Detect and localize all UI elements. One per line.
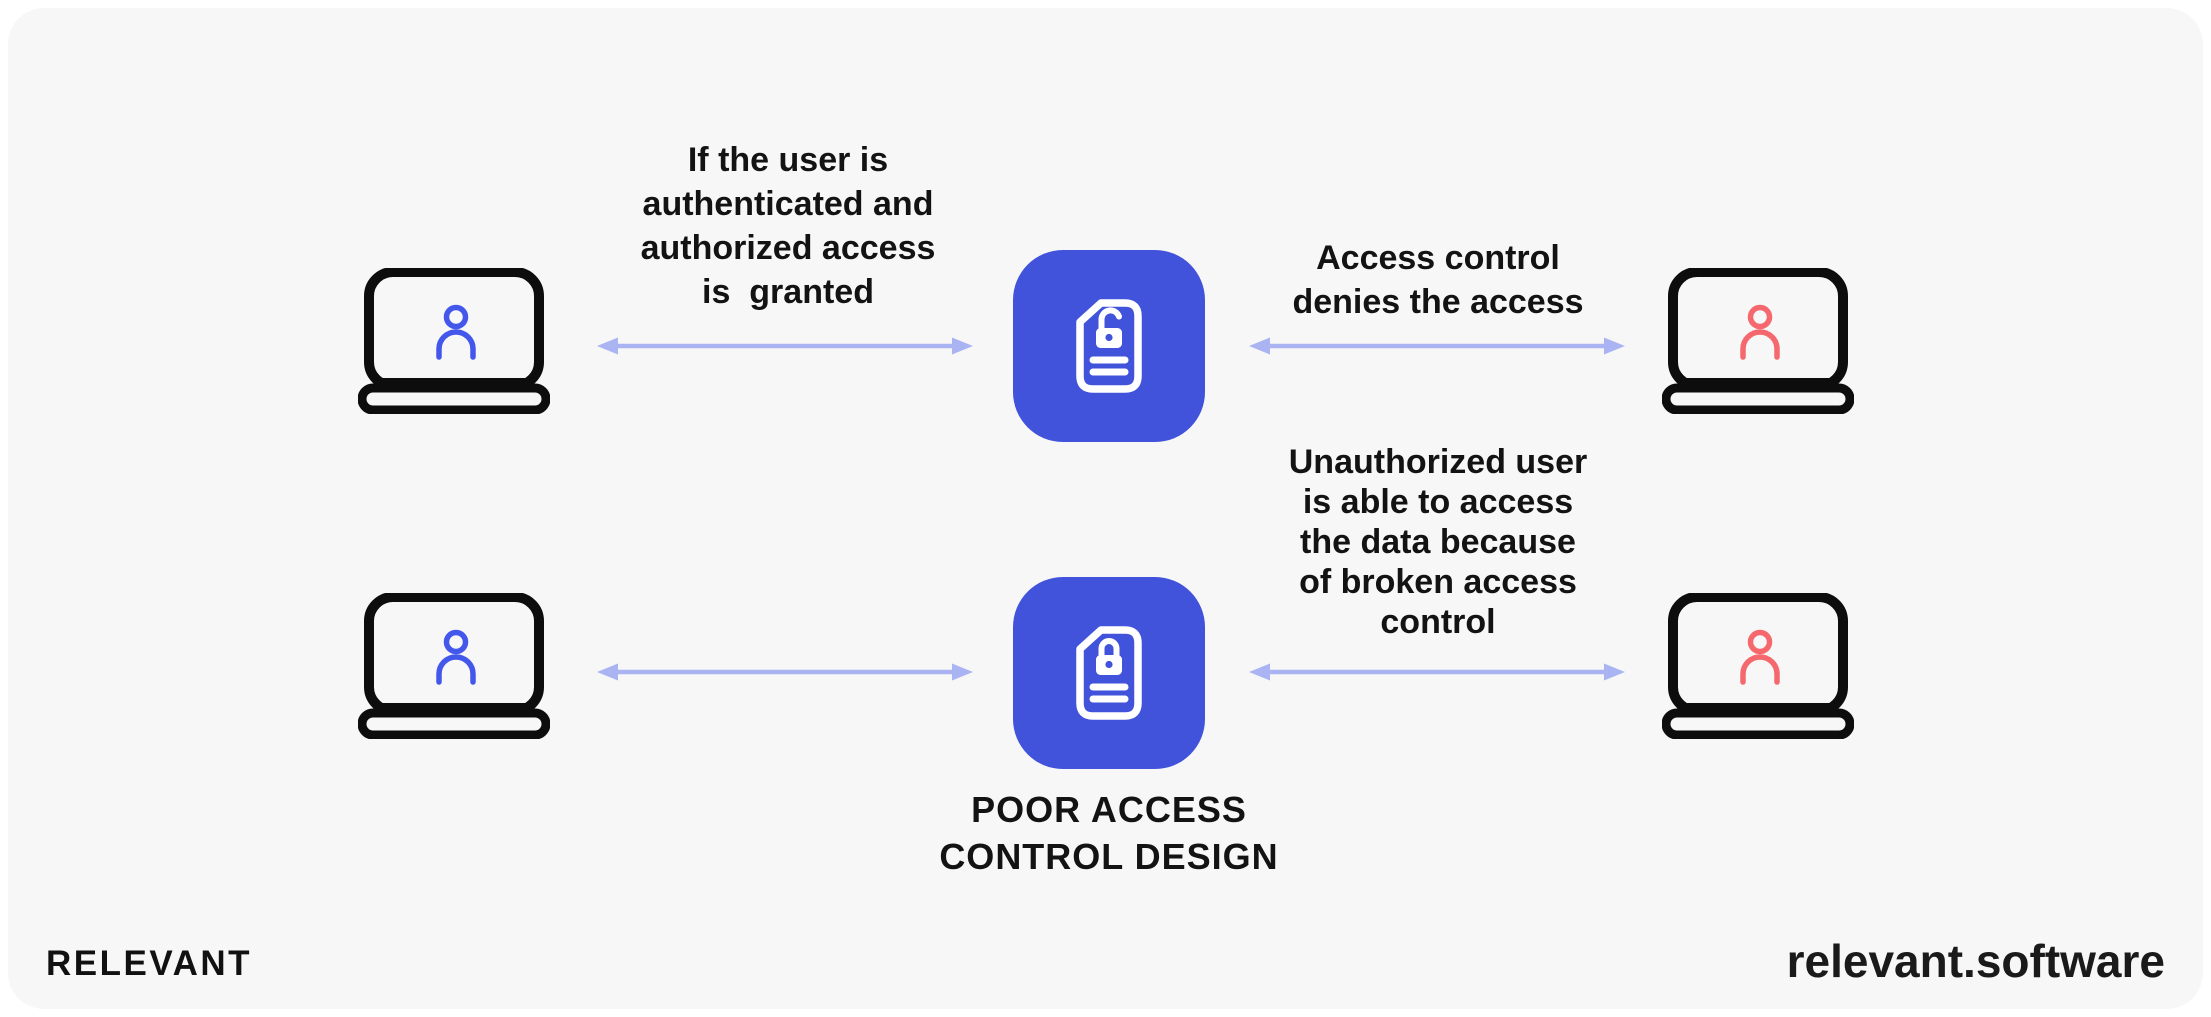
label-line: Access control <box>1316 239 1560 277</box>
label-line: of broken access <box>1299 563 1577 601</box>
granted-access-label: If the user is authenticated and authori… <box>528 138 1048 314</box>
background-card <box>8 8 2203 1009</box>
double-arrow-icon <box>597 337 973 355</box>
relevant-logo: RELEVANT <box>46 944 253 983</box>
label-line: Unauthorized user <box>1288 443 1588 481</box>
laptop-icon <box>358 593 550 739</box>
website-url: relevant.software <box>1786 935 2165 987</box>
broken-access-label: Unauthorized user is able to access the … <box>1188 442 1688 642</box>
label-line: is able to access <box>1302 483 1574 521</box>
document-locked-icon <box>1076 626 1142 720</box>
user-icon <box>1740 304 1780 360</box>
user-icon <box>436 629 476 685</box>
poor-access-control-caption: POOR ACCESS CONTROL DESIGN <box>859 786 1359 880</box>
user-icon <box>436 304 476 360</box>
laptop-icon <box>358 268 550 414</box>
document-unlocked-icon <box>1076 299 1142 393</box>
double-arrow-icon <box>1249 337 1625 355</box>
double-arrow-icon <box>1249 663 1625 681</box>
label-line: the data because <box>1300 523 1576 561</box>
label-line: authorized access <box>640 229 936 267</box>
access-control-tile-granted <box>1013 250 1205 442</box>
label-line: If the user is <box>687 141 889 179</box>
label-line: is granted <box>702 273 874 311</box>
label-line: authenticated and <box>642 185 934 223</box>
label-line: control <box>1380 603 1496 641</box>
laptop-icon <box>1662 593 1854 739</box>
laptop-icon <box>1662 268 1854 414</box>
access-control-tile-broken <box>1013 577 1205 769</box>
caption-line: CONTROL DESIGN <box>939 836 1279 877</box>
denied-access-label: Access control denies the access <box>1208 236 1668 324</box>
user-icon <box>1740 629 1780 685</box>
double-arrow-icon <box>597 663 973 681</box>
caption-line: POOR ACCESS <box>971 789 1247 830</box>
label-line: denies the access <box>1292 283 1584 321</box>
